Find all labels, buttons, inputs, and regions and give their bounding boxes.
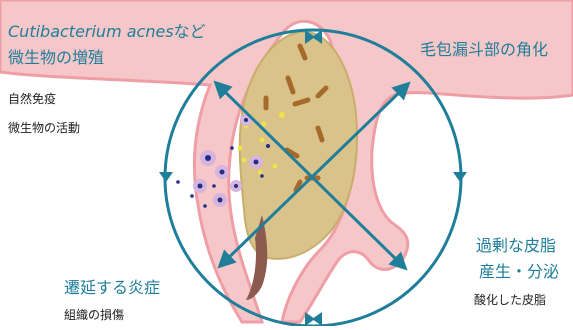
microbe-title-line2: 微生物の増殖 <box>8 48 104 68</box>
sebum-sub: 酸化した皮脂 <box>474 293 546 308</box>
inflammation-sub: 組織の損傷 <box>64 308 124 323</box>
keratin-title: 毛包漏斗部の角化 <box>420 40 548 60</box>
microbe-sub-activity: 微生物の活動 <box>8 121 80 136</box>
microbe-title: Cutibacterium acnesなど <box>8 22 206 42</box>
inflammation-title: 遷延する炎症 <box>64 278 160 298</box>
microbe-species: Cutibacterium acnes <box>8 22 174 41</box>
sebum-title-line2: 産生・分泌 <box>479 262 559 282</box>
sebum-title-line1: 過剰な皮脂 <box>476 236 556 256</box>
microbe-sub-innate-immunity: 自然免疫 <box>8 92 56 107</box>
microbe-title-suffix: など <box>174 22 206 41</box>
